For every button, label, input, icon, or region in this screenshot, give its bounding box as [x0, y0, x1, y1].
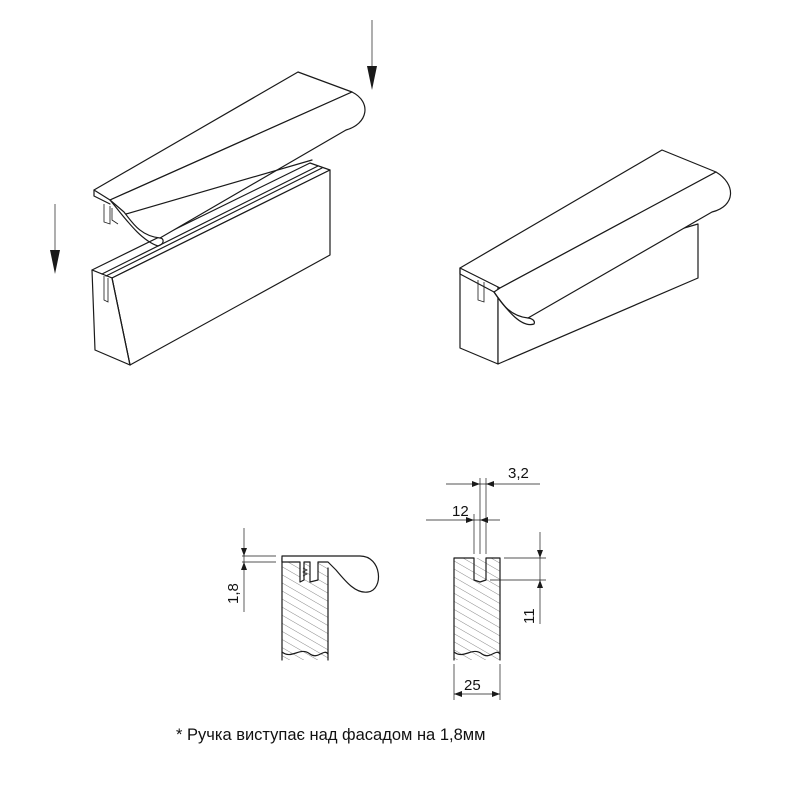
assembled-view [459, 149, 732, 365]
dim-slot-depth: 11 [521, 608, 538, 624]
exploded-assembly-view [50, 20, 377, 366]
dim-slot-width: 3,2 [508, 465, 529, 482]
dim-handle-overhang: 1,8 [225, 583, 242, 604]
insert-arrow-left [50, 204, 60, 274]
section-handle: 1,8 [225, 528, 380, 661]
handle-exploded [93, 71, 366, 247]
footnote: * Ручка виступає над фасадом на 1,8мм [176, 726, 486, 744]
panel-exploded [91, 162, 331, 366]
insert-arrow-right [367, 20, 377, 90]
section-slot: 25 12 3,2 11 [426, 465, 546, 700]
dim-panel-thickness: 25 [464, 677, 481, 694]
dim-slot-offset: 12 [452, 503, 469, 520]
